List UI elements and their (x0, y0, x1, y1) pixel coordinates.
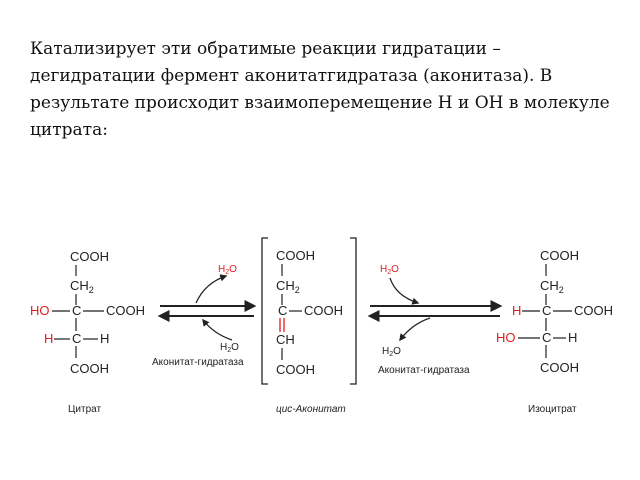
enzyme-label-1: Аконитат-гидратаза (152, 357, 244, 368)
reaction-1: H2O H2O Аконитат-гидратаза (152, 264, 257, 368)
citrate-cooh-right: COOH (106, 303, 145, 318)
water-release-curve (399, 317, 431, 342)
cis-aconitate-cooh-top: COOH (276, 248, 315, 263)
enzyme-label-2: Аконитат-гидратаза (378, 365, 470, 376)
isocitrate-ch2: CH2 (540, 278, 564, 295)
cis-aconitate-cooh-right: COOH (304, 303, 343, 318)
reaction-2: H2O H2O Аконитат-гидратаза (367, 264, 503, 376)
water-out-label: H2O (218, 264, 237, 276)
cis-aconitate-ch2: CH2 (276, 278, 300, 295)
isocitrate-cooh-top: COOH (540, 248, 579, 263)
citrate-h-right: H (100, 331, 109, 346)
citrate-ho: HO (30, 303, 50, 318)
citrate-ch2: CH2 (70, 278, 94, 295)
water-in-label: H2O (220, 342, 239, 354)
water-uptake-curve (202, 318, 233, 341)
citrate-molecule: COOH CH2 HO C COOH H C H COOH Цитрат (30, 249, 145, 415)
water-out-label: H2O (382, 346, 401, 358)
isocitrate-molecule: COOH CH2 H C COOH HO C H COOH Изоцитрат (496, 248, 613, 415)
water-uptake-curve (389, 277, 420, 305)
citrate-cooh-top: COOH (70, 249, 109, 264)
citrate-cooh-bottom: COOH (70, 361, 109, 376)
water-release-curve (195, 274, 228, 304)
paragraph-text: Катализирует эти обратимые реакции гидра… (30, 39, 610, 140)
cis-aconitate-molecule: COOH CH2 C COOH CH COOH цис-Аконитат (261, 237, 357, 415)
left-bracket (261, 237, 268, 385)
citrate-c1: C (72, 303, 81, 318)
isocitrate-cooh-right: COOH (574, 303, 613, 318)
water-in-label: H2O (380, 264, 399, 276)
isocitrate-h-right: H (568, 330, 577, 345)
isocitrate-c2: C (542, 330, 551, 345)
citrate-c2: C (72, 331, 81, 346)
isocitrate-cooh-bottom: COOH (540, 360, 579, 375)
citrate-caption: Цитрат (68, 404, 101, 415)
cis-aconitate-c1: C (278, 303, 287, 318)
cis-aconitate-caption: цис-Аконитат (276, 404, 346, 415)
cis-aconitate-cooh-bottom: COOH (276, 362, 315, 377)
cis-aconitate-ch: CH (276, 332, 295, 347)
isocitrate-caption: Изоцитрат (528, 404, 577, 415)
isocitrate-ho: HO (496, 330, 516, 345)
isocitrate-h-left: H (512, 303, 521, 318)
right-bracket (350, 237, 357, 385)
citrate-h-left: H (44, 331, 53, 346)
isocitrate-c1: C (542, 303, 551, 318)
